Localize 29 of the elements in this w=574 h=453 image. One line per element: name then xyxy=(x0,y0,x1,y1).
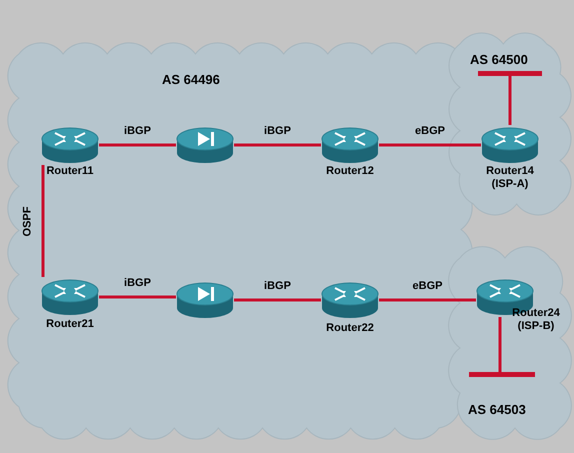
link-line xyxy=(234,144,321,146)
firewall-icon xyxy=(176,280,234,320)
as-label: AS 64500 xyxy=(470,52,528,67)
link-line xyxy=(379,144,481,146)
edge-label: OSPF xyxy=(21,206,34,236)
edge-label: iBGP xyxy=(264,280,291,293)
firewall-icon xyxy=(176,125,234,165)
device-label: Router11 xyxy=(45,165,95,178)
link-line xyxy=(234,298,321,302)
device-label: Router12 xyxy=(325,165,375,178)
edge-label: iBGP xyxy=(124,125,151,138)
device-label: Router24 (ISP-B) xyxy=(511,307,561,333)
lan-segment-bar xyxy=(469,372,535,377)
edge-label: eBGP xyxy=(412,280,442,293)
lan-segment-bar xyxy=(478,71,542,76)
link-line xyxy=(42,165,44,277)
device-label: Router14 (ISP-A) xyxy=(485,165,535,191)
link-line xyxy=(498,317,502,372)
edge-label: iBGP xyxy=(124,277,151,290)
device-label: Router21 xyxy=(45,318,95,331)
link-line xyxy=(99,144,176,146)
device-label: Router22 xyxy=(325,322,375,335)
as-label: AS 64496 xyxy=(162,72,220,87)
edge-label: eBGP xyxy=(415,125,445,138)
link-line xyxy=(508,76,512,125)
as-label: AS 64503 xyxy=(468,402,526,417)
edge-label: iBGP xyxy=(264,125,291,138)
link-line xyxy=(99,296,176,298)
link-line xyxy=(379,298,476,302)
